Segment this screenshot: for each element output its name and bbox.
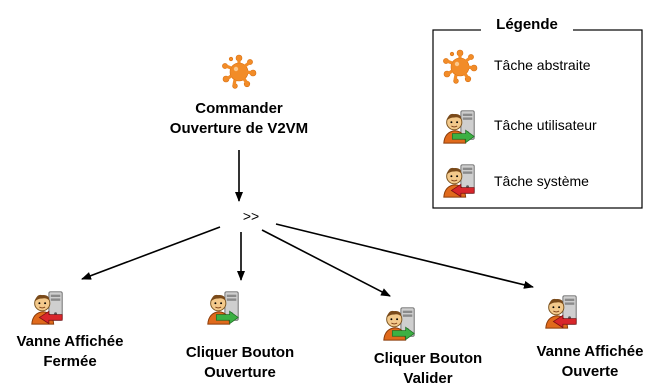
root-task-node: Commander Ouverture de V2VM bbox=[170, 53, 308, 137]
system-task-icon bbox=[546, 296, 576, 328]
child-task-1-label-line1: Vanne Affichée bbox=[17, 333, 124, 350]
child-task-1-label-line2: Fermée bbox=[43, 353, 96, 370]
operator-to-child4-arrow bbox=[275, 223, 534, 289]
child-task-3-label-line2: Valider bbox=[403, 370, 452, 383]
child-task-2-label-line1: Cliquer Bouton bbox=[186, 344, 294, 361]
child-task-3-label-line1: Cliquer Bouton bbox=[374, 350, 482, 367]
child-task-node-2: Cliquer Bouton Ouverture bbox=[186, 292, 294, 381]
child-task-node-4: Vanne Affichée Ouverte bbox=[537, 296, 644, 380]
sequence-operator-label: >> bbox=[243, 208, 259, 224]
user-task-icon bbox=[384, 308, 414, 340]
child-task-node-3: Cliquer Bouton Valider bbox=[374, 308, 482, 383]
legend-item-system-label: Tâche système bbox=[494, 173, 589, 189]
legend-title: Légende bbox=[496, 16, 558, 33]
operator-to-child1-arrow bbox=[81, 226, 221, 280]
child-task-4-label-line1: Vanne Affichée bbox=[537, 343, 644, 360]
legend-item-abstract-label: Tâche abstraite bbox=[494, 57, 591, 73]
user-task-icon bbox=[208, 292, 238, 324]
operator-to-child3-arrow bbox=[261, 229, 391, 297]
child-task-2-label-line2: Ouverture bbox=[204, 364, 276, 381]
system-task-icon bbox=[32, 292, 62, 324]
legend-box: Légende Tâche abstraite Tâche utilisateu… bbox=[432, 14, 643, 209]
child-task-4-label-line2: Ouverte bbox=[562, 363, 619, 380]
child-task-node-1: Vanne Affichée Fermée bbox=[17, 292, 124, 370]
legend-item-user-label: Tâche utilisateur bbox=[494, 117, 597, 133]
abstract-task-splat-icon bbox=[220, 53, 258, 90]
root-task-label-line2: Ouverture de V2VM bbox=[170, 120, 308, 137]
root-task-label-line1: Commander bbox=[195, 100, 283, 117]
